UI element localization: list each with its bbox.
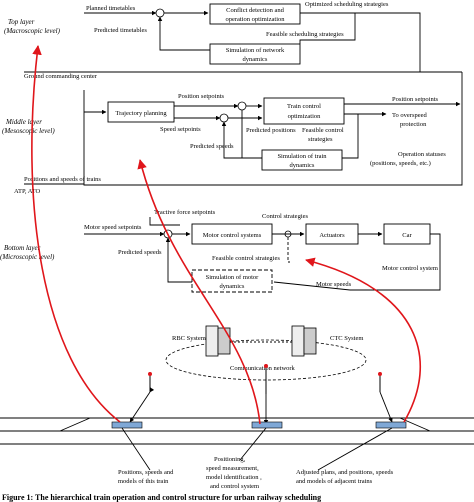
positions-speeds-trains-label: Positions and speeds of trains [24,176,101,183]
bottom-mid-line1: Positioning, [214,456,246,463]
train-control-line2: optimization [288,113,322,120]
predicted-speeds-bottom-line [165,237,192,283]
feasible-strategies-label: Feasible scheduling strategies [266,31,344,38]
train-control-box [263,97,345,125]
middle-layer-label: Middle layer [5,118,42,126]
trajectory-planning-box [107,101,175,123]
predicted-speeds-label: Predicted speeds [190,143,234,150]
bottom-mid-line4: and control system [210,483,259,490]
top-layer-label: Top layer [8,18,35,26]
right-label-leader [317,427,393,471]
sim-network-line2: dynamics [243,56,268,63]
right-train-link [379,391,393,423]
position-setpoints-out-label: Position setpoints [392,96,439,103]
feasible-control-bottom-label: Feasible control strategies [212,255,280,262]
bottom-layer-label: Bottom layer [4,244,41,252]
motor-control-systems-label: Motor control systems [203,232,262,239]
train-control-line1: Train control [287,103,321,110]
red-arrow-top-layer [31,45,121,423]
operation-statuses-line1: Operation statuses [398,151,446,158]
rbc-server-icon [205,325,219,357]
predicted-timetables-label: Predicted timetables [94,27,147,34]
predicted-speeds-line [221,121,262,159]
red-arrow-middle-layer [137,159,261,425]
rbc-server-icon-2 [217,327,231,355]
optimized-strategies-line [300,12,421,72]
red-arrow-bottom-layer [305,257,422,423]
operation-statuses-line2: (positions, speeds, etc.) [370,160,431,167]
communication-network-ellipse [165,339,367,381]
bottom-right-line2: and models of adjacent trains [296,478,373,485]
top-summing-junction [155,8,165,18]
sim-motor-line1: Simulation of motor [206,274,260,281]
left-train-link [129,387,155,423]
motor-speeds-label: Motor speeds [316,281,352,288]
position-summing-junction [237,101,247,111]
ctc-server-icon [291,325,305,357]
bottom-left-line1: Positions, speeds and [118,469,174,476]
feasible-control-line [342,114,359,159]
ctc-system-label: CTC System [330,335,363,342]
figure-caption: Figure 1: The hierarchical train operati… [2,493,321,502]
train-left-icon [111,421,143,429]
rbc-system-label: RBC System [172,335,206,342]
motor-speed-setpoints-label: Motor speed setpoints [84,224,142,231]
feasible-control-label: Feasible control [302,127,344,134]
left-label-leader [121,427,151,471]
bottom-mid-line3: model identification , [206,474,262,481]
antenna-right-icon [378,372,382,392]
bottom-left-line2: models of this train [118,478,169,485]
motor-speeds-to-sim [273,281,351,291]
car-label: Car [402,232,412,239]
feasible-control-dashed [287,237,290,263]
sim-motor-line2: dynamics [220,283,245,290]
atp-ato-label: ATP, ATO [14,188,41,195]
speed-setpoints-label: Speed setpoints [160,126,201,133]
control-strategies-label: Control strategies [262,213,309,220]
simulation-motor-box [191,269,273,293]
top-layer-sub: (Macroscopic level) [4,27,61,35]
switch-left [59,417,91,432]
motor-speeds-feedback [350,233,441,291]
overspeed-line1: To overspeed [392,112,427,119]
feasible-control-label2: strategies [308,136,333,143]
antenna-middle-icon [264,364,268,394]
ctc-server-icon-2 [303,327,317,355]
tractive-force-label: Tractive force setpoints [154,209,216,216]
sim-train-line1: Simulation of train [277,153,327,160]
bottom-right-line1: Adjusted plans, and positions, speeds [296,469,394,476]
conflict-line1: Conflict detection and [226,7,285,14]
conflict-detection-box [209,3,301,25]
planned-timetables-label: Planned timetables [86,5,136,12]
sim-network-line1: Simulation of network [226,47,285,54]
optimized-strategies-label: Optimized scheduling strategies [305,1,389,8]
conflict-line2: operation optimization [225,16,285,23]
actuators-label: Actuators [319,232,345,239]
speed-summing-junction [219,113,229,123]
middle-label-leader [239,427,267,461]
simulation-train-box [261,149,343,171]
bottom-mid-line2: speed measurement, [206,465,259,472]
middle-layer-sub: (Mesoscopic level) [2,127,55,135]
train-middle-icon [251,421,283,429]
trajectory-planning-label: Trajectory planning [115,110,167,117]
feasible-strategies-line [299,13,356,44]
sim-train-line2: dynamics [290,162,315,169]
bottom-layer-sub: (Microscopic level) [0,253,55,261]
position-setpoints-label: Position setpoints [178,93,225,100]
overspeed-line2: protection [400,121,427,128]
predicted-positions-label: Predicted positions [246,127,296,134]
middle-layer-frame [83,72,463,186]
simulation-network-box [209,43,301,65]
predicted-speeds-bottom-label: Predicted speeds [118,249,162,256]
antenna-left-icon [148,372,152,392]
predicted-feedback-line [157,16,210,51]
motor-control-system-label: Motor control system [382,265,438,272]
comm-network-label: Communication network [230,365,296,372]
train-right-icon [375,421,407,429]
tractive-force-line [149,217,180,226]
ground-center-label: Ground commanding center [24,73,98,80]
